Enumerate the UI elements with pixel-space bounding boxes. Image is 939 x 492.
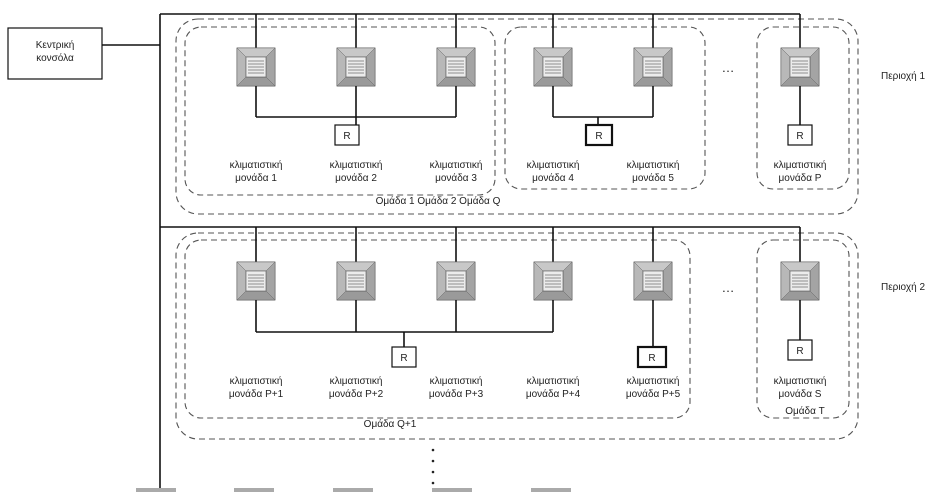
continuation-dots [431,448,435,485]
unit-label-line2: μονάδα 4 [532,172,574,184]
unit-label-line2: μονάδα 1 [235,172,277,184]
remote-controller-label: R [343,131,350,142]
ac-unit-icon [336,261,376,301]
central-console-label-line1: Κεντρική [36,39,75,51]
unit-label-line2: μονάδα P+3 [429,388,484,400]
unit-label-line1: κλιματιστική [527,375,580,387]
ac-unit-icon [780,261,820,301]
remote-controller-label: R [595,131,602,142]
unit-label-line1: κλιματιστική [627,375,680,387]
ac-unit-icon [533,261,573,301]
unit-label-line1: κλιματιστική [774,375,827,387]
unit-label-line1: κλιματιστική [527,159,580,171]
remote-controller-box [391,346,417,368]
ac-unit-icon [336,47,376,87]
groupQ1-boundary [184,239,691,419]
remote-controller-box [584,123,614,147]
unit-label-line2: μονάδα 5 [632,172,674,184]
group1-boundary [184,26,496,196]
central-console-box [7,27,103,80]
ac-unit-icon [236,261,276,301]
ac-unit-icon [633,261,673,301]
unit-label-line2: μονάδα 3 [435,172,477,184]
more-units-ellipsis: … [722,280,735,295]
unit-label-line2: μονάδα P+4 [526,388,581,400]
groupT-caption: Ομάδα T [785,405,825,417]
region1-group-caption: Ομάδα 1 Ομάδα 2 Ομάδα Q [376,195,501,207]
unit-label-line1: κλιματιστική [430,375,483,387]
unit-label-line1: κλιματιστική [330,375,383,387]
region1-boundary [175,18,859,215]
ac-unit-icon [780,47,820,87]
unit-label-line1: κλιματιστική [774,159,827,171]
region2-label: Περιοχή 2 [881,281,925,293]
region2-boundary [175,232,859,440]
group2-boundary [504,26,706,190]
groupQ-boundary [756,26,850,190]
unit-label-line2: μονάδα P+1 [229,388,284,400]
ac-unit-icon [236,47,276,87]
groupQ1-caption: Ομάδα Q+1 [364,418,417,430]
unit-label-line2: μονάδα S [779,388,822,400]
remote-controller-box [787,124,813,146]
ac-unit-icon [533,47,573,87]
remote-controller-label: R [796,346,803,357]
unit-label-line2: μονάδα P+2 [329,388,384,400]
remote-controller-box [636,345,668,369]
ac-unit-icon [436,261,476,301]
more-units-ellipsis: … [722,60,735,75]
unit-label-line1: κλιματιστική [230,159,283,171]
remote-controller-label: R [796,131,803,142]
unit-label-line1: κλιματιστική [430,159,483,171]
unit-label-line1: κλιματιστική [627,159,680,171]
remote-controller-label: R [400,353,407,364]
unit-label-line1: κλιματιστική [330,159,383,171]
unit-label-line2: μονάδα P [779,172,822,184]
region1-label: Περιοχή 1 [881,70,925,82]
ac-unit-icon [436,47,476,87]
ac-unit-icon [633,47,673,87]
unit-label-line2: μονάδα P+5 [626,388,681,400]
unit-label-line1: κλιματιστική [230,375,283,387]
unit-label-line2: μονάδα 2 [335,172,377,184]
remote-controller-label: R [648,353,655,364]
remote-controller-box [787,339,813,361]
cropped-units-row [136,488,571,492]
remote-controller-box [334,124,360,146]
central-console-label-line2: κονσόλα [36,52,74,64]
groupT-boundary [756,239,850,419]
